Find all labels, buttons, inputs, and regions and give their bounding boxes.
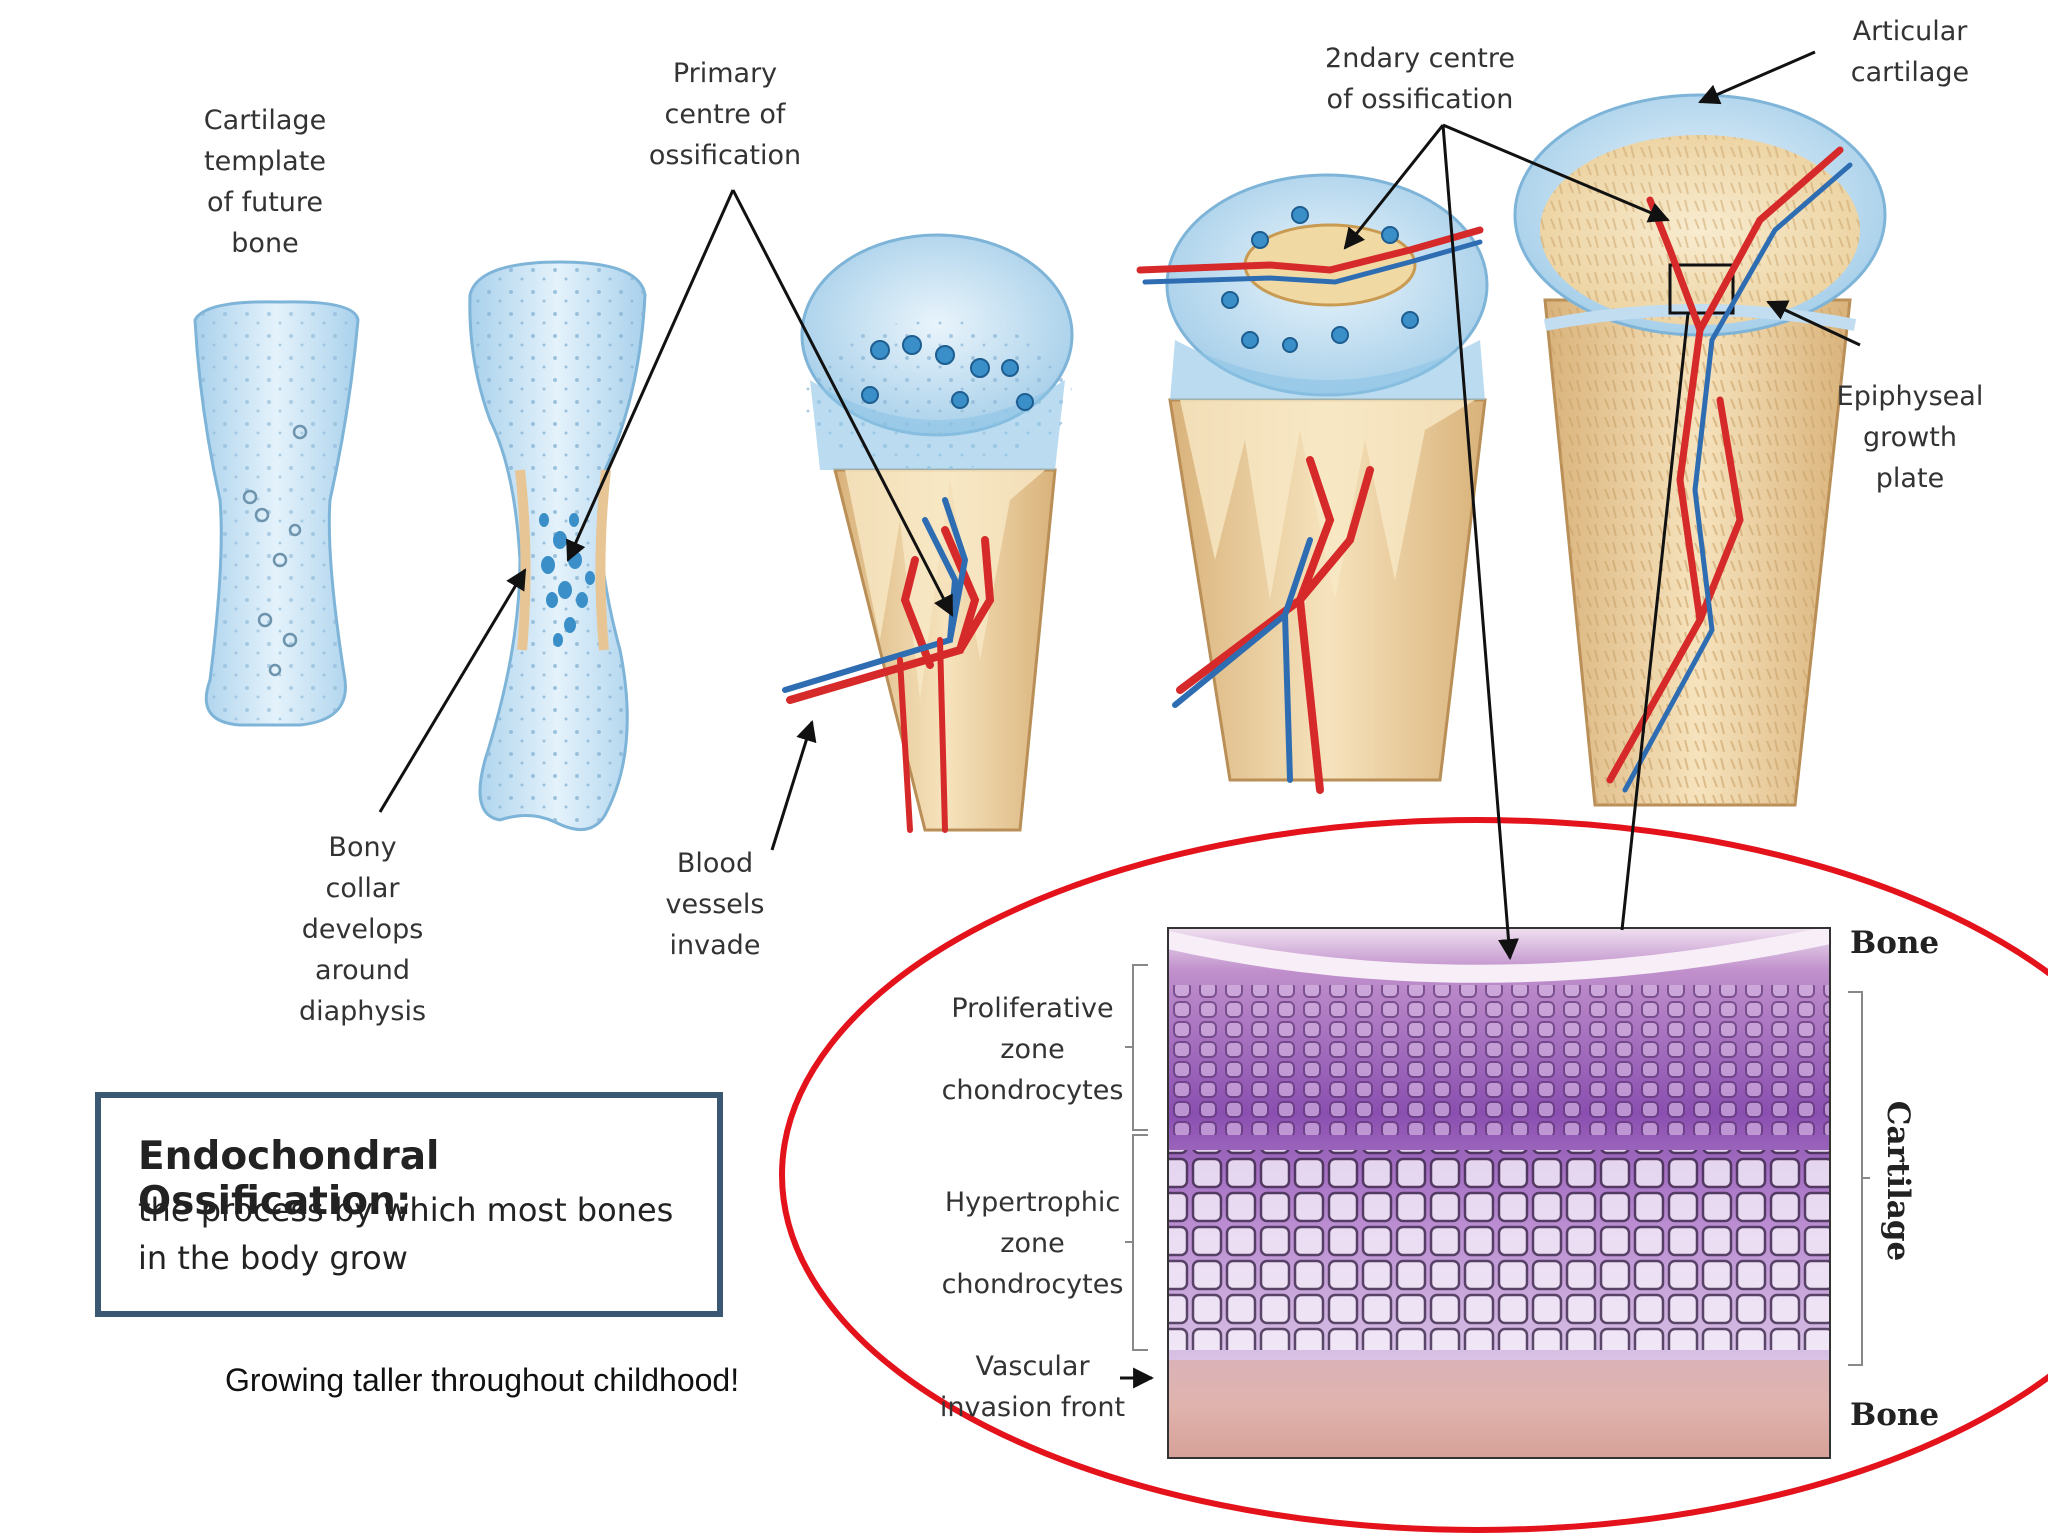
bone-top-label: Bone <box>1850 925 1940 961</box>
epiphyseal-plate-label: Epiphyseal growth plate <box>1836 381 1984 494</box>
stage-2-bony-collar <box>468 260 647 831</box>
stage-1-cartilage-template <box>193 300 360 727</box>
stage-3-vascular-invasion <box>782 233 1074 833</box>
vascular-front-label: Vascular invasion front <box>939 1351 1126 1423</box>
bone-bottom-label: Bone <box>1850 1397 1940 1433</box>
zoom-lines <box>1620 312 1690 931</box>
cartilage-template-label: Cartilage template of future bone <box>203 105 327 259</box>
caption: Growing taller throughout childhood! <box>225 1362 740 1398</box>
bony-collar-label: Bony collar develops around diaphysis <box>298 832 427 1027</box>
info-title: Endochondral Ossification: <box>138 1134 440 1224</box>
secondary-centre-label: 2ndary centre of ossification <box>1325 43 1515 115</box>
info-box: Endochondral Ossification: the process b… <box>95 1092 723 1317</box>
highlight-ellipse <box>779 817 2048 1533</box>
cartilage-side-label: Cartilage <box>1880 1100 1917 1262</box>
blood-vessels-label: Blood vessels invade <box>665 848 765 961</box>
articular-cartilage-label: Articular cartilage <box>1850 16 1970 88</box>
zone-brackets <box>1125 964 1870 1366</box>
info-subtitle: the process by which most bones in the b… <box>138 1191 674 1277</box>
proliferative-zone-label: Proliferative zone chondrocytes <box>941 993 1124 1106</box>
pointer-arrows <box>378 50 1861 1389</box>
primary-centre-label: Primary centre of ossification <box>648 58 802 171</box>
histology-micrograph <box>1166 926 1832 1459</box>
stage-5-growth-plate <box>1513 93 1887 807</box>
stage-4-secondary-centre <box>1136 173 1489 794</box>
hypertrophic-zone-label: Hypertrophic zone chondrocytes <box>941 1187 1124 1300</box>
